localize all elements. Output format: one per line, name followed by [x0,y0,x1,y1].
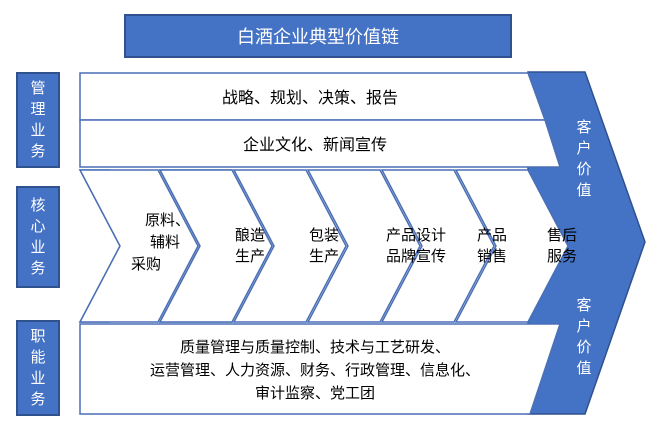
customer-value-bottom-char: 客 [576,296,591,314]
functional-line-2: 运营管理、人力资源、财务、行政管理、信息化、 [150,361,480,379]
customer-value-bottom-char: 价 [576,338,591,356]
core-char: 业 [30,238,46,256]
chevron-design [306,169,421,323]
core-char: 核 [30,196,46,214]
management-char: 管 [30,79,46,97]
customer-value-top-char: 客 [576,118,591,136]
functional-line-3: 审计监察、党工团 [255,384,375,402]
functional-char: 务 [30,390,46,408]
diagram-title: 白酒企业典型价值链 [124,14,512,58]
chevron-brewing-line-1: 酿造 [235,226,265,244]
management-row-1-text: 战略、规划、决策、报告 [222,88,398,107]
chevron-packaging [232,169,347,323]
chevron-sales [380,169,495,323]
management-char: 业 [30,121,46,139]
chevron-sales-line-2: 销售 [477,247,507,265]
chevron-aftersales-line-2: 服务 [547,247,577,265]
management-row-2-box [79,119,562,168]
chevron-aftersales [454,169,569,323]
core-char: 心 [30,217,46,235]
customer-value-bottom-char: 户 [576,317,591,335]
chevron-sales-line-1: 产品 [477,226,507,244]
functional-box [79,323,562,415]
customer-value-bottom-char: 值 [576,359,591,377]
chevron-procurement-line-3: 采购 [131,255,161,273]
chevron-brewing-overlay [158,169,273,323]
core-label: 核 心 业 务 [16,186,60,288]
functional-char: 职 [30,327,46,345]
chevron-aftersales-line-1: 售后 [547,226,577,244]
chevron-packaging-line-1: 包装 [309,226,339,244]
functional-char: 业 [30,369,46,387]
functional-line-1: 质量管理与质量控制、技术与工艺研发、 [180,338,450,356]
chevron-brewing-line-2: 生产 [235,247,265,265]
functional-label: 职 能 业 务 [16,320,60,416]
functional-char: 能 [30,348,46,366]
management-label: 管 理 业 务 [16,72,60,168]
chevron-packaging-line-2: 生产 [309,247,339,265]
chevron-procurement-line-1: 原料、 [145,211,190,229]
core-char: 务 [30,259,46,277]
chevron-procurement-body [78,169,199,323]
management-char: 理 [30,100,46,118]
chevron-design-line-1: 产品设计 [386,226,446,244]
customer-value-top-char: 价 [576,160,591,178]
management-char: 务 [30,142,46,160]
customer-value-top-char: 值 [576,181,591,199]
chevron-procurement-line-2: 辅料 [150,233,180,251]
chevron-design-line-2: 品牌宣传 [386,247,446,265]
management-row-2-text: 企业文化、新闻宣传 [243,135,387,154]
customer-value-top-char: 户 [576,139,591,157]
